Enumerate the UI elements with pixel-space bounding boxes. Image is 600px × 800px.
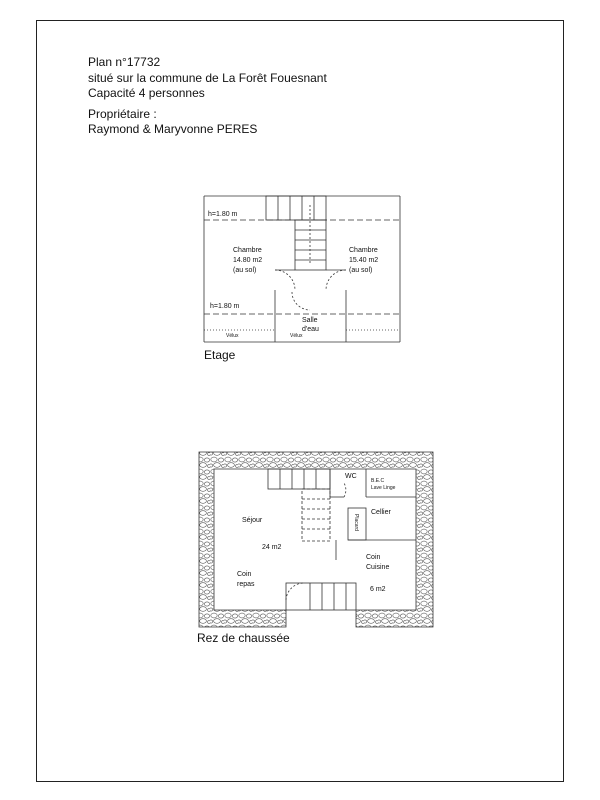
wc-door-arc [343,482,347,498]
sejour-area: 24 m2 [262,544,282,551]
etage-stair-flight [294,219,327,271]
door-arc-bath [291,291,311,311]
placard-label: Placard [353,514,359,531]
plan-header: Plan n°17732 situé sur la commune de La … [88,55,327,138]
cuisine-area: 6 m2 [370,586,386,593]
entrance-door-arc [285,582,305,601]
coin-repas-line1: Coin [237,571,252,578]
door-arc-right [325,269,347,291]
etage-caption: Etage [204,348,236,362]
plan-number: Plan n°17732 [88,55,161,69]
rdc-stone-walls [198,451,434,628]
chambre-left-area: 14.80 m2 [233,257,262,264]
owner-name: Raymond & Maryvonne PERES [88,122,258,136]
velux-left: Vélux [226,333,239,339]
etage-height-top: h=1.80 m [208,211,238,218]
rdc-entrance-stair [285,582,357,611]
chambre-right-area: 15.40 m2 [349,257,378,264]
bec-line1: B.E.C [371,478,384,484]
chambre-right-name: Chambre [349,247,378,254]
velux-mid: Vélux [290,333,303,339]
bec-line2: Lave Linge [371,485,396,491]
etage-height-bottom: h=1.80 m [210,303,240,310]
etage-stair-top [265,195,327,221]
chambre-left-name: Chambre [233,247,262,254]
plan-location: situé sur la commune de La Forêt Fouesna… [88,70,327,85]
owner-label: Propriétaire : [88,106,157,121]
sejour-label: Séjour [242,517,263,524]
rdc-caption: Rez de chaussée [197,631,290,645]
coin-cuisine-line2: Cuisine [366,564,389,571]
page-frame [36,20,564,782]
plan-capacity: Capacité 4 personnes [88,86,205,100]
rdc-stair-top [267,468,331,490]
salle-deau-line1: Salle [302,317,318,324]
cellier-label: Cellier [371,509,392,516]
coin-cuisine-line1: Coin [366,554,381,561]
salle-deau-line2: d'eau [302,326,319,333]
chambre-left-note: (au sol) [233,267,256,274]
door-arc-left [274,269,296,291]
wc-label: WC [345,473,357,480]
rdc-stair-flight [301,488,331,542]
chambre-right-note: (au sol) [349,267,372,274]
coin-repas-line2: repas [237,581,255,588]
